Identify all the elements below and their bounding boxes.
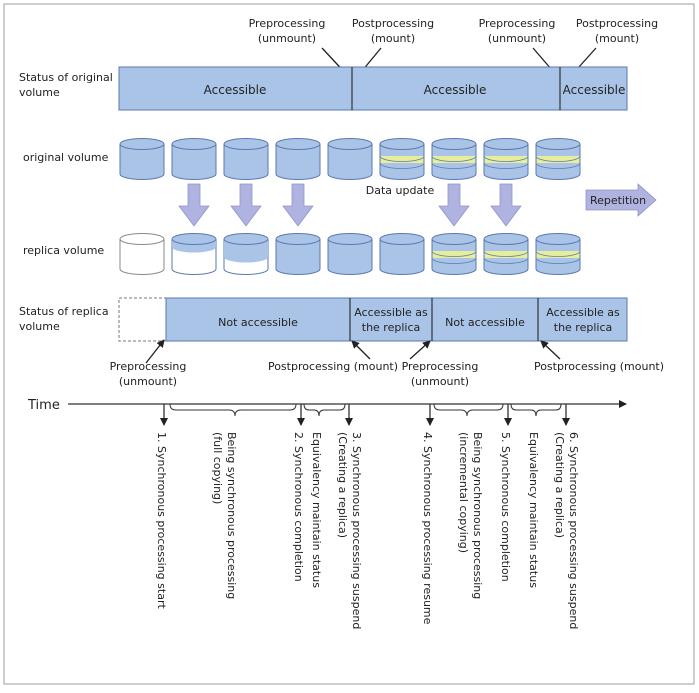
top-callout-4-line2: (mount)	[595, 32, 639, 45]
bottom-arrow-1	[145, 339, 165, 364]
event-2-label: 2. Synchronous completion	[292, 432, 305, 582]
original-volume-row	[119, 138, 581, 180]
replica-status-seg2-line1: Accessible as	[354, 306, 428, 319]
copy-arrow	[490, 183, 522, 227]
bottom-arrow-4	[540, 340, 561, 360]
event-equivalency-1-label: Equivalency maintain status	[310, 432, 323, 588]
event-incremental-copy-line1: Being synchronous processing	[471, 432, 484, 599]
copy-arrow	[438, 183, 470, 227]
event-1-label: 1. Synchronous processing start	[155, 432, 168, 609]
original-cylinder	[275, 138, 321, 180]
event-incremental-copy-line2: (incremental copying)	[457, 432, 470, 553]
bottom-callout-pre1-line1: Preprocessing	[110, 360, 187, 373]
label-status-original-2: volume	[19, 86, 60, 99]
timeline-ticks	[160, 404, 570, 426]
replica-cylinder	[327, 233, 373, 275]
top-callout-1-line1: Preprocessing	[249, 17, 326, 30]
repetition-label: Repetition	[590, 194, 646, 207]
replica-cylinder	[379, 233, 425, 275]
replica-status-seg2-line2: the replica	[362, 321, 420, 334]
repetition-arrow	[585, 183, 657, 217]
original-status-seg3: Accessible	[563, 83, 626, 97]
replica-cylinder-updated	[483, 233, 529, 275]
event-5-label: 5. Synchronous completion	[499, 432, 512, 582]
copy-arrow	[178, 183, 210, 227]
brace-full-copy	[169, 403, 297, 417]
original-cylinder-updated	[535, 138, 581, 180]
original-status-seg2: Accessible	[424, 83, 487, 97]
top-callout-2-line2: (mount)	[371, 32, 415, 45]
label-status-original-1: Status of original	[19, 71, 113, 84]
copy-arrow	[282, 183, 314, 227]
top-callout-1-line2: (unmount)	[258, 32, 316, 45]
original-cylinder	[327, 138, 373, 180]
copy-arrow	[230, 183, 262, 227]
replica-cylinder-partial	[171, 233, 217, 275]
replica-cylinder-updated	[431, 233, 477, 275]
original-cylinder-updated	[379, 138, 425, 180]
brace-equivalency-1	[303, 403, 346, 417]
replica-status-empty	[118, 297, 167, 342]
label-status-replica-2: volume	[19, 320, 60, 333]
original-cylinder	[171, 138, 217, 180]
replica-status-bar	[118, 297, 628, 342]
replica-status-seg3: Not accessible	[445, 316, 525, 329]
original-cylinder-updated	[431, 138, 477, 180]
event-equivalency-2-label: Equivalency maintain status	[527, 432, 540, 588]
timeline-event-labels: 1. Synchronous processing start Being sy…	[155, 432, 580, 629]
original-cylinder	[223, 138, 269, 180]
label-replica-volume: replica volume	[23, 244, 104, 257]
event-3-line1: 3. Synchronous processing suspend	[350, 432, 363, 629]
top-callout-3-line1: Preprocessing	[479, 17, 556, 30]
time-label: Time	[27, 398, 60, 413]
bottom-arrow-3	[409, 340, 431, 360]
original-cylinder	[119, 138, 165, 180]
event-4-label: 4. Synchronous processing resume	[421, 432, 434, 625]
label-original-volume: original volume	[23, 151, 109, 164]
original-status-bar	[118, 66, 628, 111]
replica-volume-row	[119, 233, 581, 275]
original-cylinder-updated	[483, 138, 529, 180]
replica-cylinder	[275, 233, 321, 275]
brace-incremental-copy	[433, 403, 504, 417]
data-update-label: Data update	[366, 184, 435, 197]
label-status-replica-1: Status of replica	[19, 305, 109, 318]
event-3-line2: (Creating a replica)	[336, 432, 349, 538]
replica-cylinder-updated	[535, 233, 581, 275]
copy-arrows	[178, 183, 522, 227]
original-status-seg1: Accessible	[204, 83, 267, 97]
bottom-callout-pre2-line2: (unmount)	[411, 375, 469, 388]
top-callout-3-line2: (unmount)	[488, 32, 546, 45]
bottom-callout-post2: Postprocessing (mount)	[534, 360, 664, 373]
replica-cylinder-empty	[119, 233, 165, 275]
replica-status-seg4-line2: the replica	[554, 321, 612, 334]
bottom-callout-pre2-line1: Preprocessing	[402, 360, 479, 373]
outer-frame	[3, 3, 695, 685]
top-callout-2-line1: Postprocessing	[352, 17, 434, 30]
bottom-callout-pre1-line2: (unmount)	[119, 375, 177, 388]
replica-cylinder-partial	[223, 233, 269, 275]
event-6-line2: (Creating a replica)	[553, 432, 566, 538]
bottom-callout-post1: Postprocessing (mount)	[268, 360, 398, 373]
event-full-copy-line1: Being synchronous processing	[225, 432, 238, 599]
replica-status-seg4-line1: Accessible as	[546, 306, 620, 319]
top-callout-4-line1: Postprocessing	[576, 17, 658, 30]
brace-equivalency-2	[510, 403, 562, 417]
bottom-arrow-2	[351, 340, 371, 360]
event-6-line1: 6. Synchronous processing suspend	[567, 432, 580, 629]
timeline-braces	[169, 403, 562, 417]
replica-status-seg1: Not accessible	[218, 316, 298, 329]
event-full-copy-line2: (full copying)	[211, 432, 224, 504]
